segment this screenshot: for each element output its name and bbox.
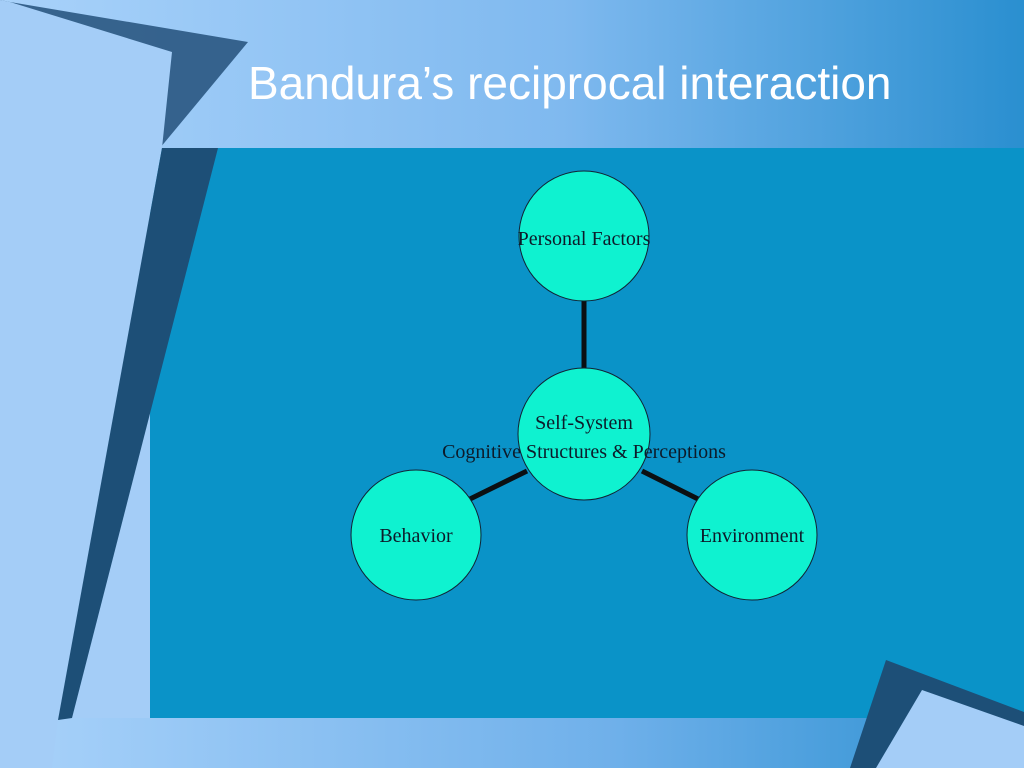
- connector-environment: [640, 468, 700, 502]
- label-behavior: Behavior: [379, 525, 453, 547]
- label-personal-factors: Personal Factors: [518, 228, 651, 250]
- connector-behavior: [468, 468, 529, 502]
- node-behavior: [350, 469, 482, 601]
- label-self-system: Self-System: [535, 412, 633, 434]
- left-light-wedge: [0, 0, 172, 768]
- label-cognitive-structures: Cognitive Structures & Perceptions: [442, 441, 726, 463]
- bottom-right-light-wedge: [876, 690, 1024, 768]
- node-self-system: [517, 367, 651, 501]
- label-environment: Environment: [700, 525, 805, 547]
- node-personal-factors: [518, 170, 650, 302]
- slide-title: Bandura’s reciprocal interaction: [248, 57, 892, 109]
- node-environment: [686, 469, 818, 601]
- left-shadow-strip: [58, 148, 218, 720]
